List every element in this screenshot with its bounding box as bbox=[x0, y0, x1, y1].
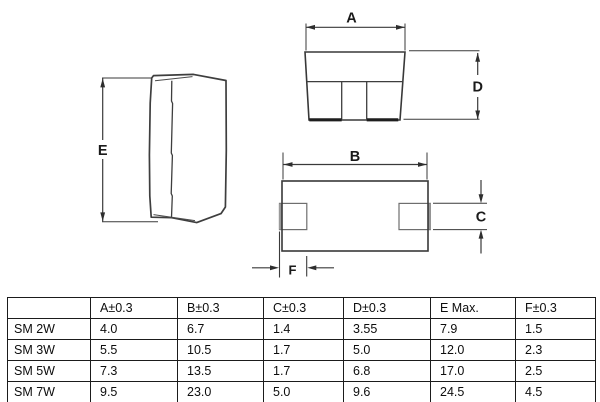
table-header-cell: C±0.3 bbox=[263, 297, 344, 319]
table-cell: 2.5 bbox=[515, 360, 596, 382]
table-row-label: SM 3W bbox=[7, 339, 91, 361]
side-view-bottom-chamfer-line bbox=[153, 214, 196, 222]
dim-label-e: E bbox=[98, 143, 108, 159]
left-pad-protrusion bbox=[278, 203, 282, 230]
dim-label-f: F bbox=[289, 263, 297, 278]
left-terminal-pad bbox=[278, 202, 308, 231]
front-view-body bbox=[304, 51, 406, 121]
table-cell: 17.0 bbox=[430, 360, 516, 382]
arrowhead-down-icon bbox=[100, 212, 106, 222]
arrowhead-right-icon bbox=[270, 265, 279, 271]
table-row: SM 7W 9.5 23.0 5.0 9.6 24.5 4.5 bbox=[7, 381, 596, 402]
table-row: SM 5W 7.3 13.5 1.7 6.8 17.0 2.5 bbox=[7, 360, 596, 382]
side-view-body-outline bbox=[148, 73, 228, 224]
table-header-row: A±0.3 B±0.3 C±0.3 D±0.3 E Max. F±0.3 bbox=[7, 297, 596, 319]
table-cell: 2.3 bbox=[515, 339, 596, 361]
arrowhead-up-icon bbox=[475, 52, 481, 62]
dim-label-b: B bbox=[350, 149, 360, 165]
table-cell: 10.5 bbox=[177, 339, 264, 361]
table-header-cell: D±0.3 bbox=[343, 297, 431, 319]
table-header-cell bbox=[7, 297, 91, 319]
table-header-cell: F±0.3 bbox=[515, 297, 596, 319]
table-header-cell: A±0.3 bbox=[90, 297, 178, 319]
dimension-b: B bbox=[282, 149, 428, 180]
arrowhead-left-icon bbox=[283, 162, 293, 167]
right-pad-protrusion bbox=[427, 203, 431, 230]
dimensions-table: A±0.3 B±0.3 C±0.3 D±0.3 E Max. F±0.3 SM … bbox=[7, 297, 596, 402]
dim-label-c: C bbox=[476, 210, 487, 226]
table-cell: 5.5 bbox=[90, 339, 178, 361]
dimension-c: C bbox=[433, 180, 487, 254]
side-view-top-chamfer-line bbox=[154, 76, 193, 82]
table-cell: 5.0 bbox=[263, 381, 344, 402]
table-row-label: SM 7W bbox=[7, 381, 91, 402]
arrowhead-right-icon bbox=[396, 24, 405, 30]
bottom-view-body bbox=[281, 180, 429, 252]
table-cell: 3.55 bbox=[343, 318, 431, 340]
side-view-drawing: E bbox=[98, 73, 228, 224]
table-cell: 1.4 bbox=[263, 318, 344, 340]
dimension-d: D bbox=[403, 50, 483, 120]
dimension-diagram: E A D bbox=[98, 11, 487, 278]
front-view-drawing: A D bbox=[304, 11, 483, 122]
table-row: SM 2W 4.0 6.7 1.4 3.55 7.9 1.5 bbox=[7, 318, 596, 340]
table-cell: 13.5 bbox=[177, 360, 264, 382]
arrowhead-right-icon bbox=[418, 162, 427, 167]
table-cell: 23.0 bbox=[177, 381, 264, 402]
table-row-label: SM 5W bbox=[7, 360, 91, 382]
table-header-cell: B±0.3 bbox=[177, 297, 264, 319]
arrowhead-left-icon bbox=[306, 24, 315, 30]
table-cell: 9.6 bbox=[343, 381, 431, 402]
dimension-e: E bbox=[98, 77, 158, 223]
arrowhead-up-icon bbox=[478, 229, 484, 239]
bottom-view-drawing: B C F bbox=[252, 149, 487, 278]
table-cell: 24.5 bbox=[430, 381, 516, 402]
table-cell: 5.0 bbox=[343, 339, 431, 361]
front-view-leg-lines bbox=[341, 81, 368, 120]
table-cell: 4.0 bbox=[90, 318, 178, 340]
arrowhead-down-icon bbox=[478, 194, 484, 204]
table-cell: 7.9 bbox=[430, 318, 516, 340]
arrowhead-up-icon bbox=[100, 78, 106, 88]
table-cell: 7.3 bbox=[90, 360, 178, 382]
table-row-label: SM 2W bbox=[7, 318, 91, 340]
table-row: SM 3W 5.5 10.5 1.7 5.0 12.0 2.3 bbox=[7, 339, 596, 361]
table-cell: 1.7 bbox=[263, 339, 344, 361]
arrowhead-down-icon bbox=[475, 110, 481, 120]
table-cell: 6.7 bbox=[177, 318, 264, 340]
table-cell: 12.0 bbox=[430, 339, 516, 361]
side-view-fold-line bbox=[170, 80, 174, 218]
table-cell: 6.8 bbox=[343, 360, 431, 382]
dimension-f: F bbox=[252, 231, 334, 278]
dimension-a: A bbox=[305, 11, 406, 51]
table-cell: 4.5 bbox=[515, 381, 596, 402]
dim-label-d: D bbox=[472, 80, 482, 96]
table-cell: 1.7 bbox=[263, 360, 344, 382]
dim-label-a: A bbox=[346, 11, 357, 27]
table-header-cell: E Max. bbox=[430, 297, 516, 319]
table-cell: 9.5 bbox=[90, 381, 178, 402]
arrowhead-left-icon bbox=[307, 265, 317, 271]
right-terminal-pad bbox=[398, 202, 431, 231]
table-cell: 1.5 bbox=[515, 318, 596, 340]
